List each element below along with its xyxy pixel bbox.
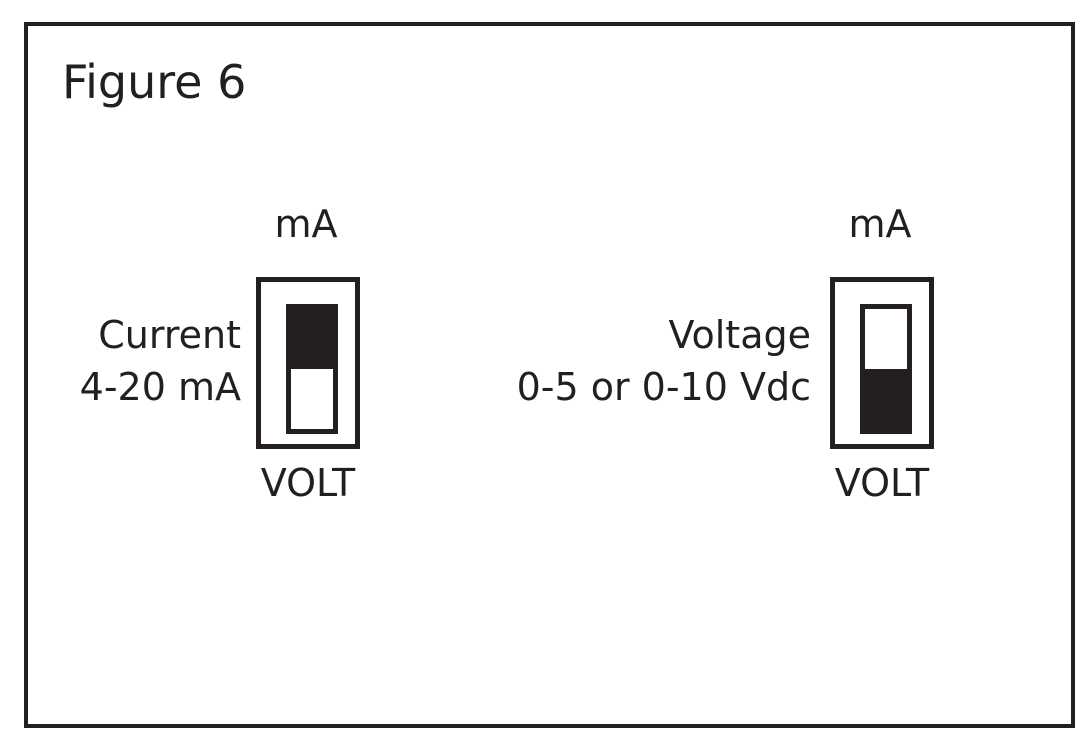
switch-1-side-label: Current 4-20 mA xyxy=(80,309,241,413)
switch-1-actuator xyxy=(291,309,333,369)
figure-frame xyxy=(24,22,1075,728)
switch-2-bottom-label: VOLT xyxy=(834,461,930,505)
switch-1-side-label-line-2: 4-20 mA xyxy=(79,365,241,409)
switch-2-side-label-line-1: Voltage xyxy=(668,313,811,357)
dip-switch-voltage[interactable] xyxy=(830,277,934,449)
figure-title: Figure 6 xyxy=(62,55,247,109)
switch-1-top-label: mA xyxy=(274,202,338,246)
switch-2-side-label: Voltage 0-5 or 0-10 Vdc xyxy=(517,309,811,413)
switch-1-slot xyxy=(286,304,338,434)
switch-1-bottom-label: VOLT xyxy=(260,461,356,505)
dip-switch-current[interactable] xyxy=(256,277,360,449)
switch-2-top-label: mA xyxy=(848,202,912,246)
switch-1-side-label-line-1: Current xyxy=(98,313,241,357)
switch-2-slot xyxy=(860,304,912,434)
switch-2-actuator xyxy=(865,369,907,429)
switch-2-side-label-line-2: 0-5 or 0-10 Vdc xyxy=(516,365,811,409)
